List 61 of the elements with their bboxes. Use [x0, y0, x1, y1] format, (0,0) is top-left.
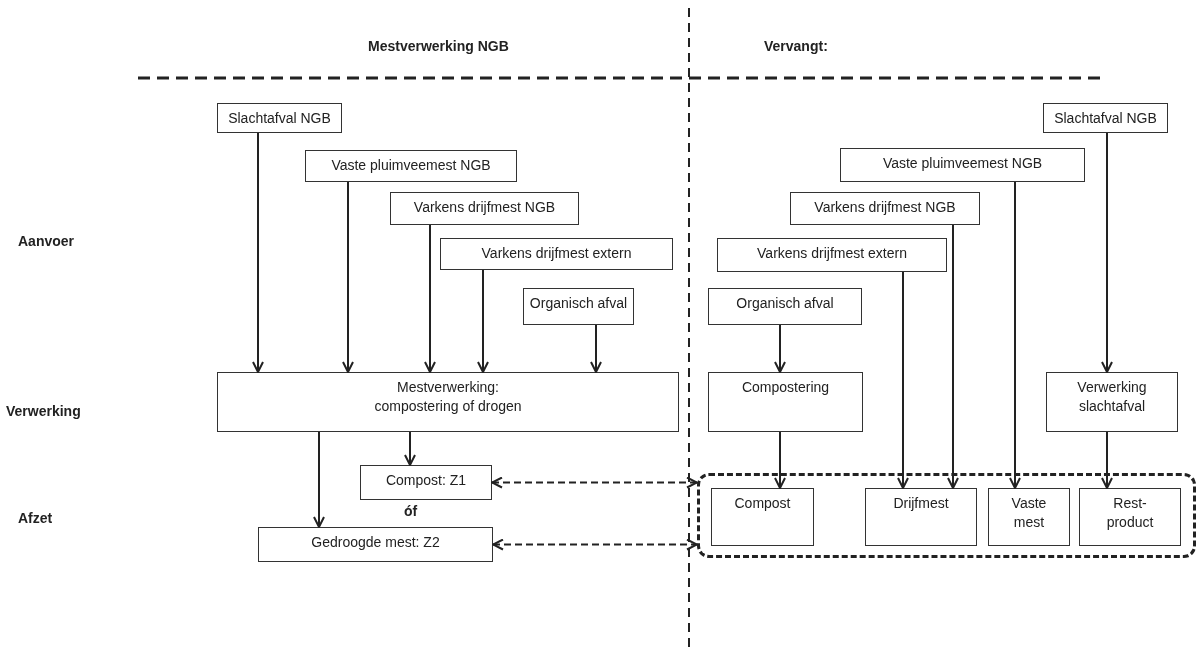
row-label: Verwerking	[6, 403, 81, 419]
box-text: Compostering	[741, 378, 830, 397]
box-text: Varkens drijfmest NGB	[814, 198, 956, 217]
process-box	[790, 192, 980, 225]
arrow	[897, 271, 909, 489]
box-text: Compost	[734, 494, 791, 513]
arrow	[1009, 181, 1021, 489]
column-heading: Vervangt:	[764, 38, 828, 54]
box-text: Drijfmest	[893, 494, 949, 513]
box-text: Slachtafval NGB	[1054, 109, 1157, 128]
box-text: Vaste mest	[1010, 494, 1048, 532]
process-box	[390, 192, 579, 225]
process-box	[1046, 372, 1178, 432]
box-text: Vaste pluimveemest NGB	[882, 154, 1043, 173]
dashed-arrow	[492, 538, 698, 551]
process-box	[708, 372, 863, 432]
row-label: Aanvoer	[18, 233, 75, 249]
box-text: Gedroogde mest: Z2	[311, 533, 440, 552]
box-text: Vaste pluimveemest NGB	[331, 156, 491, 175]
box-text: Mestverwerking: compostering of drogen	[373, 378, 523, 416]
process-box	[865, 488, 977, 546]
dashed-group-box	[697, 473, 1196, 558]
box-text: Rest-product	[1105, 494, 1155, 532]
box-text: Varkens drijfmest extern	[757, 244, 907, 263]
process-box	[988, 488, 1070, 546]
process-box	[711, 488, 814, 546]
arrow	[477, 269, 489, 373]
box-text: Varkens drijfmest extern	[481, 244, 632, 263]
process-box	[305, 150, 517, 182]
arrow	[252, 132, 264, 373]
note-text: óf	[404, 503, 418, 519]
process-box	[708, 288, 862, 325]
box-text: Organisch afval	[736, 294, 834, 313]
arrow	[947, 224, 959, 489]
process-box	[1079, 488, 1181, 546]
process-box	[258, 527, 493, 562]
arrow	[1101, 431, 1113, 489]
dashed-arrow	[491, 476, 698, 489]
arrow	[590, 324, 602, 373]
box-text: Organisch afval	[529, 294, 628, 313]
process-box	[217, 103, 342, 133]
arrow	[424, 224, 436, 373]
process-box	[440, 238, 673, 270]
box-text: Slachtafval NGB	[228, 109, 331, 128]
arrow	[1101, 132, 1113, 373]
process-box	[1043, 103, 1168, 133]
process-box	[360, 465, 492, 500]
box-text: Varkens drijfmest NGB	[413, 198, 556, 217]
column-heading: Mestverwerking NGB	[368, 38, 509, 54]
process-box	[840, 148, 1085, 182]
box-text: Compost: Z1	[385, 471, 467, 490]
row-label: Afzet	[18, 510, 53, 526]
process-box	[717, 238, 947, 272]
arrow	[342, 181, 354, 373]
process-box	[523, 288, 634, 325]
arrow	[774, 324, 786, 373]
arrow	[774, 431, 786, 489]
arrow	[404, 431, 416, 466]
arrow	[313, 431, 325, 528]
box-text: Verwerking slachtafval	[1076, 378, 1148, 416]
process-box	[217, 372, 679, 432]
